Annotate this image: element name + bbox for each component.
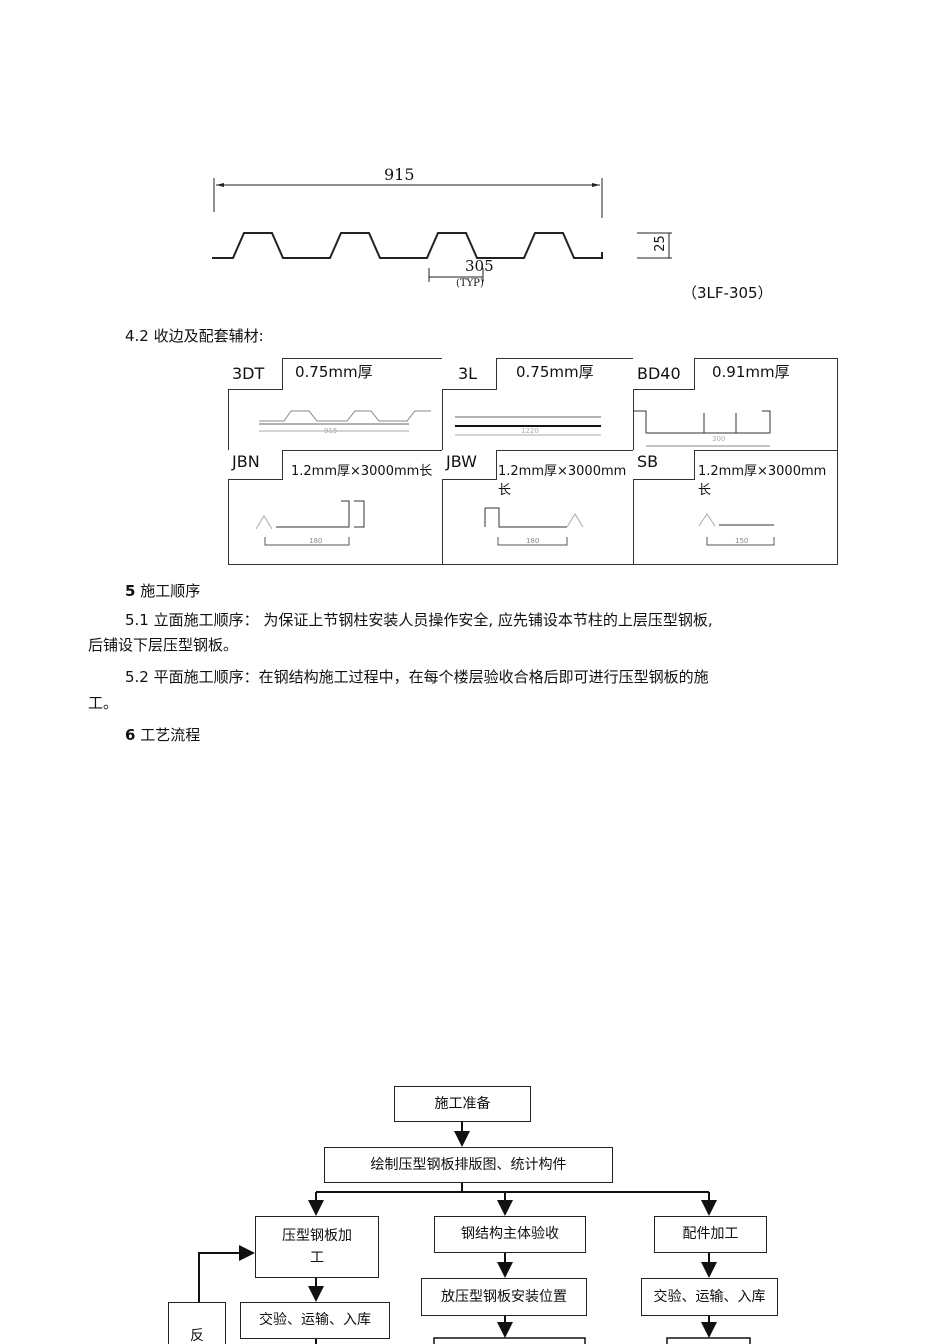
flow-step-parts-processing: 配件加工 [654, 1216, 767, 1253]
paragraph-5-2-line1: 5.2 平面施工顺序：在钢结构施工过程中，在每个楼层验收合格后即可进行压型钢板的… [125, 668, 709, 686]
accessory-spec: 0.75mm厚 [295, 363, 373, 381]
section-6-heading: 6 工艺流程 [125, 724, 200, 745]
accessory-spec: 1.2mm厚×3000mm长 [291, 464, 433, 479]
profile-model: （3LF-305） [682, 284, 773, 302]
accessory-3l: 3L 0.75mm厚 1220 [442, 358, 634, 451]
flow-step-place-plate: 放压型钢板安装位置 [421, 1278, 587, 1316]
accessory-code: JBW [442, 450, 497, 480]
flow-step-right-delivery: 交验、运输、入库 [641, 1278, 778, 1316]
accessory-dim: 915 [324, 427, 338, 435]
accessory-jbn: JBN 1.2mm厚×3000mm长 180 [228, 450, 443, 565]
flow-step-plate-processing: 压型钢板加工 [255, 1216, 379, 1278]
section-number: 5 [125, 582, 136, 600]
pitch-note: (TYP) [456, 278, 484, 289]
accessory-dim: 180 [526, 537, 540, 545]
pitch-dimension: 305 [465, 257, 494, 275]
width-dimension: 915 [384, 165, 415, 184]
paragraph-5-2-line2: 工。 [88, 694, 119, 712]
section-4-2: 4.2 收边及配套辅材: [125, 327, 264, 345]
sb-drawing [698, 513, 775, 546]
accessory-spec: 1.2mm厚×3000mm长 [698, 464, 827, 498]
section-title: 施工顺序 [140, 582, 201, 600]
accessory-dim: 1220 [521, 427, 539, 435]
paragraph-5-1-line1: 5.1 立面施工顺序： 为保证上节钢柱安装人员操作安全, 应先铺设本节柱的上层压… [125, 611, 713, 629]
flow-step-left-delivery: 交验、运输、入库 [240, 1302, 390, 1339]
accessory-dim: 300 [712, 435, 726, 443]
accessory-code: JBN [228, 450, 283, 480]
3l-drawing [455, 416, 601, 436]
paragraph-5-1-line2: 后铺设下层压型钢板。 [88, 636, 239, 654]
3dt-drawing [259, 410, 431, 432]
accessory-bd40: BD40 0.91mm厚 300 [633, 358, 838, 451]
bd40-drawing [634, 410, 771, 447]
flow-text: 工 [310, 1250, 324, 1266]
flow-step-prep: 施工准备 [394, 1086, 531, 1122]
accessory-code: BD40 [633, 358, 695, 390]
flow-text: 反 [190, 1328, 204, 1344]
accessory-code: SB [633, 450, 695, 480]
flow-text: 压型钢板加 [282, 1227, 352, 1244]
flow-step-steel-acceptance: 钢结构主体验收 [434, 1216, 586, 1253]
section-number: 6 [125, 726, 136, 744]
accessory-spec: 0.75mm厚 [516, 363, 594, 381]
accessory-dim: 150 [735, 537, 749, 545]
accessory-sb: SB 1.2mm厚×3000mm长 150 [633, 450, 838, 565]
accessory-code: 3L [442, 358, 497, 390]
flow-step-draw-layout: 绘制压型钢板排版图、统计构件 [324, 1147, 613, 1183]
accessory-code: 3DT [228, 358, 283, 390]
accessory-spec: 1.2mm厚×3000mm长 [498, 464, 627, 498]
accessory-dim: 180 [309, 537, 323, 545]
section-title: 工艺流程 [140, 726, 201, 744]
accessory-3dt: 3DT 0.75mm厚 915 [228, 358, 443, 451]
section-5-heading: 5 施工顺序 [125, 580, 200, 601]
flow-step-feedback: 反 [168, 1302, 226, 1344]
jbw-drawing [484, 507, 584, 546]
deck-profile-drawing [212, 178, 672, 282]
accessory-spec: 0.91mm厚 [712, 363, 790, 381]
jbn-drawing [255, 500, 365, 546]
